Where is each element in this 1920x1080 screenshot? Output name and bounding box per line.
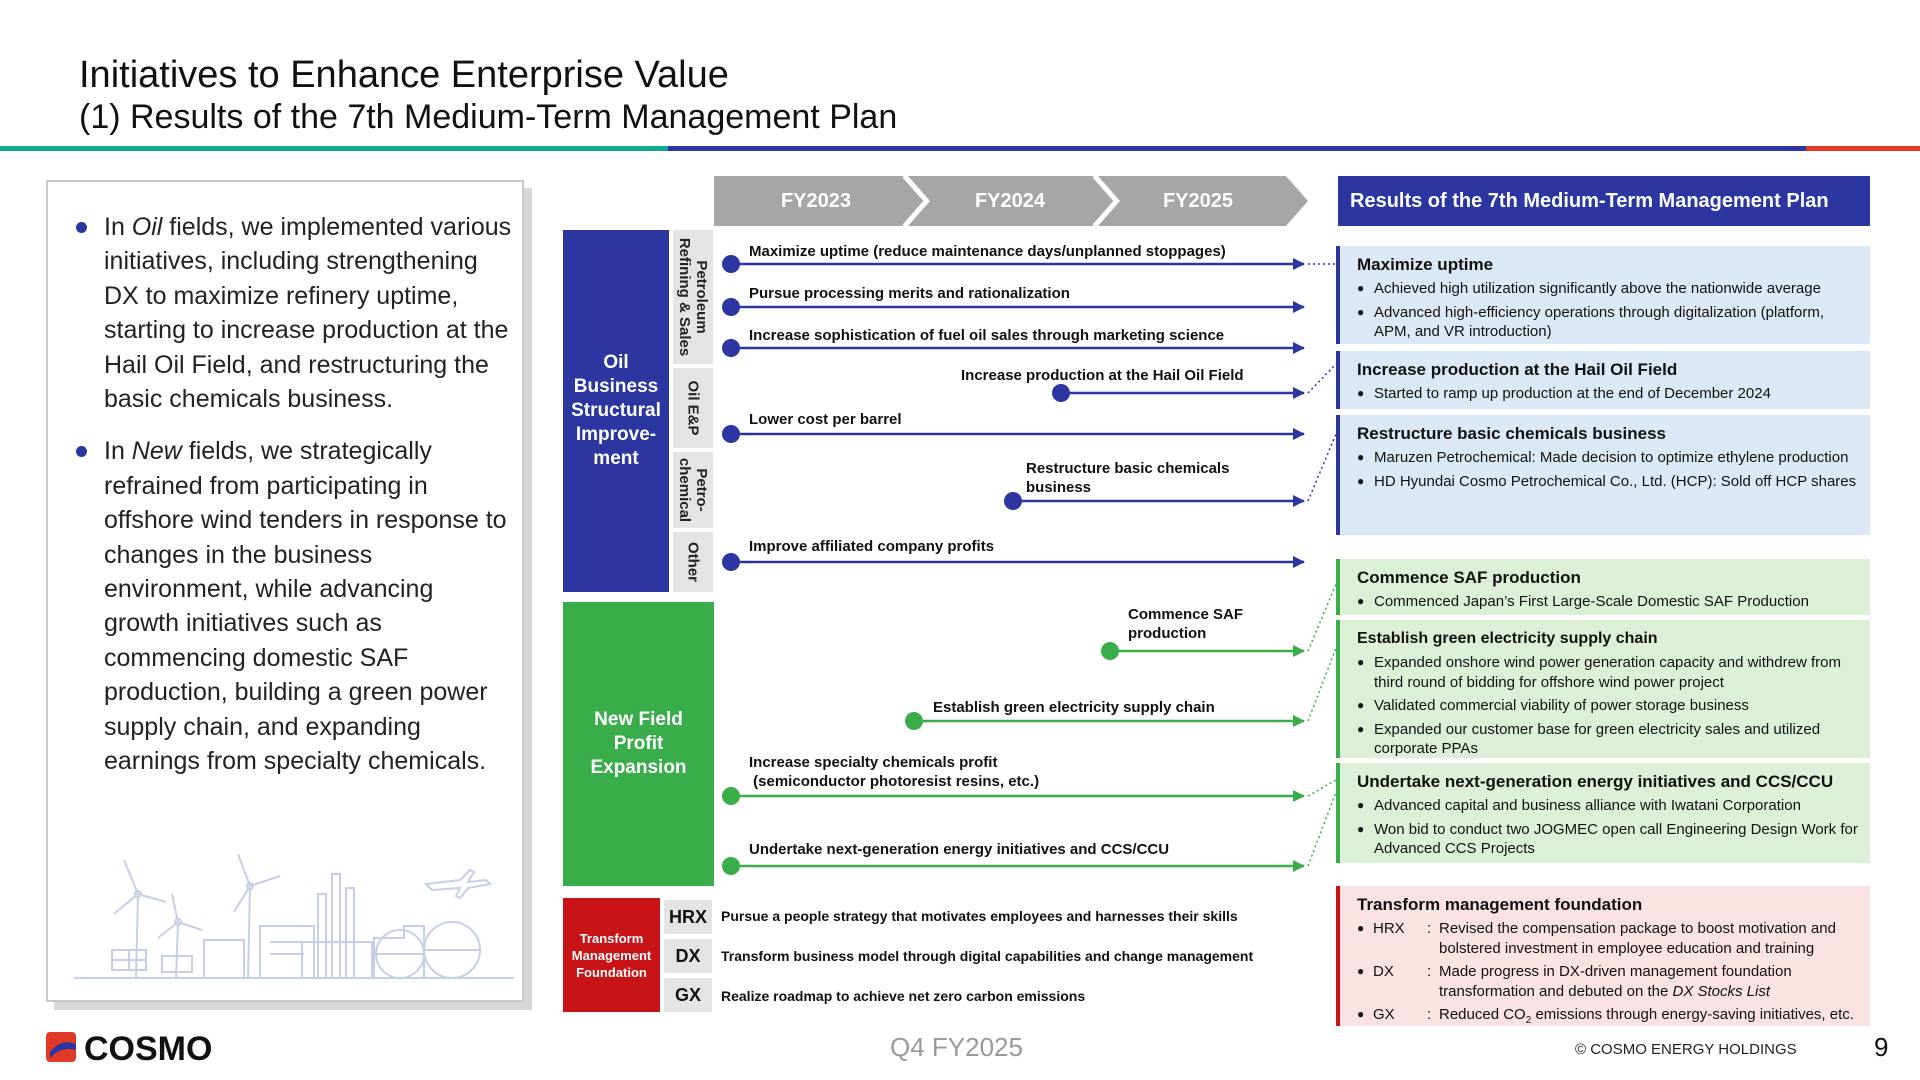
page-subtitle: (1) Results of the 7th Medium-Term Manag… bbox=[79, 98, 898, 136]
start-dot-chemicals bbox=[1004, 492, 1022, 510]
summary-list: In Oil fields, we implemented various in… bbox=[74, 210, 514, 797]
year-fy2025: FY2025 bbox=[1162, 190, 1234, 212]
initiative-cost: Lower cost per barrel bbox=[749, 411, 902, 428]
start-dot-green bbox=[905, 712, 923, 730]
header-rule-teal bbox=[0, 146, 668, 151]
results-header: Results of the 7th Medium-Term Managemen… bbox=[1338, 176, 1870, 226]
subcategory-other: Other bbox=[673, 532, 713, 592]
initiative-green: Establish green electricity supply chain bbox=[933, 699, 1215, 716]
start-dot-saf bbox=[1101, 642, 1119, 660]
management-gx: Realize roadmap to achieve net zero carb… bbox=[721, 988, 1086, 1004]
bullet-dot-icon bbox=[76, 222, 87, 233]
initiative-saf-line1: Commence SAF bbox=[1128, 606, 1244, 623]
initiative-hail: Increase production at the Hail Oil Fiel… bbox=[961, 367, 1244, 384]
code-dx: DX bbox=[664, 939, 712, 973]
subcategory-refining: Petroleum Refining & Sales bbox=[673, 230, 713, 364]
year-fy2023: FY2023 bbox=[780, 190, 852, 212]
result-transform-dx: ●DX:Made progress in DX-driven managemen… bbox=[1357, 963, 1792, 1000]
result-green-electricity: Establish green electricity supply chain… bbox=[1336, 620, 1870, 758]
summary-bullet-new: In New fields, we strategically refraine… bbox=[74, 434, 514, 778]
initiative-affiliated: Improve affiliated company profits bbox=[749, 538, 995, 555]
initiative-chemicals-line2: business bbox=[1026, 479, 1092, 496]
subcategory-petrochemical: Petro-chemical bbox=[673, 452, 713, 528]
summary-bullet-oil: In Oil fields, we implemented various in… bbox=[74, 210, 514, 416]
result-uptime: Maximize uptime Achieved high utilizatio… bbox=[1336, 246, 1870, 344]
initiative-chemicals-line1: Restructure basic chemicals bbox=[1026, 460, 1230, 477]
initiative-uptime: Maximize uptime (reduce maintenance days… bbox=[749, 243, 1226, 260]
initiative-nextgen: Undertake next-generation energy initiat… bbox=[749, 841, 1170, 858]
footer-quarter: Q4 FY2025 bbox=[890, 1032, 1023, 1062]
cosmo-logo: COSMO bbox=[46, 1028, 236, 1071]
start-dot-affiliated bbox=[722, 553, 740, 571]
bullet-dot-icon bbox=[76, 446, 87, 458]
initiative-processing: Pursue processing merits and rationaliza… bbox=[749, 285, 1070, 302]
year-fy2024: FY2024 bbox=[974, 190, 1046, 212]
result-nextgen: Undertake next-generation energy initiat… bbox=[1336, 763, 1870, 863]
header-rule-blue bbox=[668, 146, 1806, 151]
result-saf: Commence SAF production Commenced Japan’… bbox=[1336, 559, 1870, 615]
initiative-specialty-line1: Increase specialty chemicals profit bbox=[749, 754, 998, 771]
result-transform-hrx: ●HRX:Revised the compensation package to… bbox=[1357, 920, 1836, 957]
start-dot-uptime bbox=[722, 255, 740, 273]
result-transform-gx: ●GX:Reduced CO2 emissions through energy… bbox=[1357, 1006, 1854, 1026]
code-gx: GX bbox=[664, 978, 712, 1012]
start-dot-processing bbox=[722, 298, 740, 316]
industrial-skyline-icon bbox=[74, 853, 514, 979]
initiative-specialty-line2: (semiconductor photoresist resins, etc.) bbox=[749, 773, 1040, 790]
category-new-field: New Field Profit Expansion bbox=[563, 602, 714, 886]
start-dot-nextgen bbox=[722, 857, 740, 875]
management-dx: Transform business model through digital… bbox=[721, 948, 1254, 964]
initiative-saf-line2: production bbox=[1128, 625, 1207, 642]
page-number: 9 bbox=[1874, 1032, 1889, 1062]
page-title: Initiatives to Enhance Enterprise Value bbox=[79, 54, 729, 96]
category-transform: Transform Management Foundation bbox=[563, 898, 660, 1012]
start-dot-hail bbox=[1052, 384, 1070, 402]
header-rule-red bbox=[1806, 146, 1920, 151]
result-hail: Increase production at the Hail Oil Fiel… bbox=[1336, 351, 1870, 409]
start-dot-fuel bbox=[722, 339, 740, 357]
subcategory-ep: Oil E&P bbox=[673, 368, 713, 448]
management-hrx: Pursue a people strategy that motivates … bbox=[721, 908, 1238, 924]
year-timeline-bar bbox=[714, 176, 1308, 226]
footer-copyright: © COSMO ENERGY HOLDINGS bbox=[1575, 1041, 1797, 1058]
start-dot-specialty bbox=[722, 787, 740, 805]
code-hrx: HRX bbox=[664, 900, 712, 934]
start-dot-cost bbox=[722, 425, 740, 443]
result-chemicals: Restructure basic chemicals business Mar… bbox=[1336, 415, 1870, 535]
category-oil: Oil Business Structural Improve-ment bbox=[563, 230, 669, 592]
result-transform: Transform management foundation ●HRX:Rev… bbox=[1336, 886, 1870, 1026]
cosmo-logo-icon: COSMO bbox=[46, 1030, 212, 1068]
svg-text:COSMO: COSMO bbox=[84, 1030, 212, 1066]
initiative-fuel: Increase sophistication of fuel oil sale… bbox=[749, 327, 1225, 344]
